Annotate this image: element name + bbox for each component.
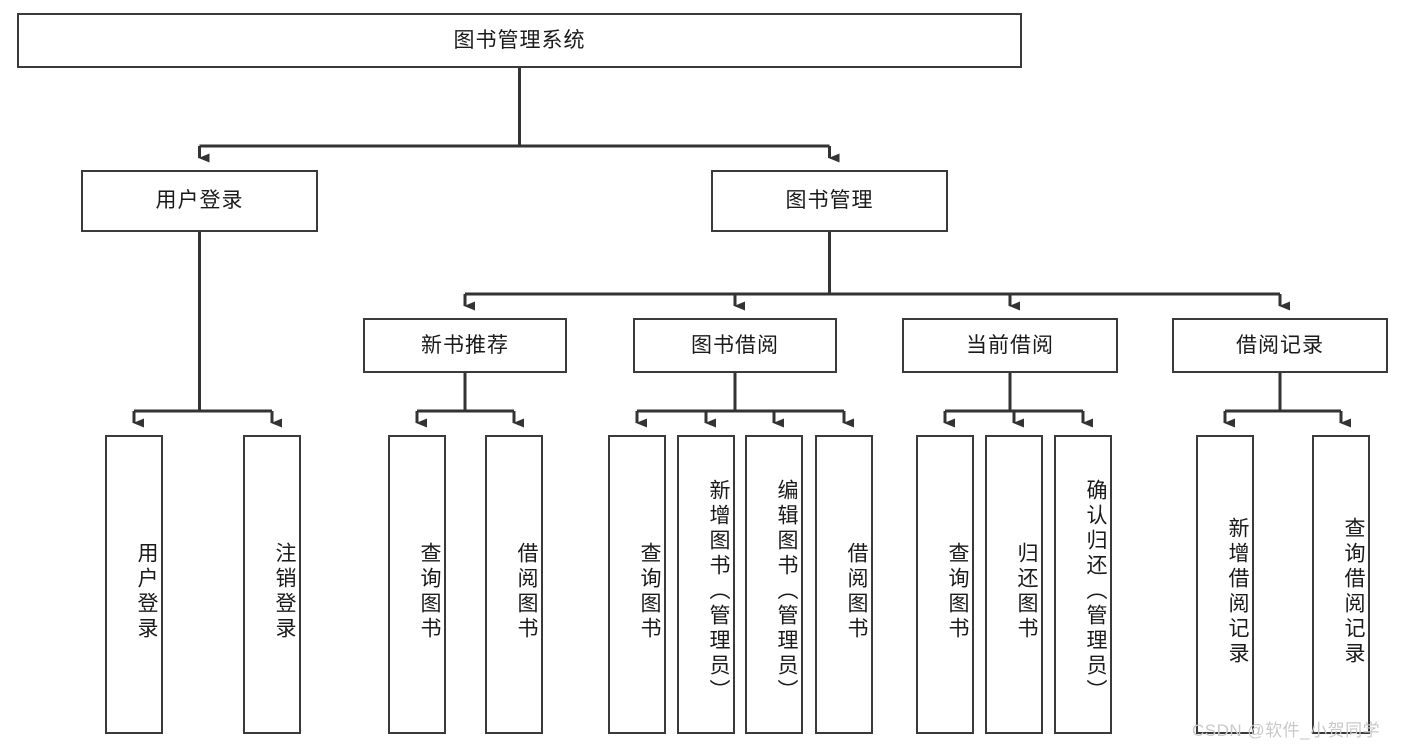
node-label: 借阅图书: [845, 541, 868, 642]
node-leaf3[interactable]: 查询图书: [388, 435, 446, 734]
node-label: 用户登录: [155, 189, 244, 213]
node-label: 新增借阅记录: [1226, 516, 1249, 667]
node-label: 新书推荐: [421, 333, 509, 357]
node-label: 图书管理: [785, 189, 874, 213]
node-borrow[interactable]: 图书借阅: [633, 318, 837, 373]
node-label: 新增图书（管理员）: [707, 479, 730, 704]
node-leaf1[interactable]: 用户登录: [105, 435, 163, 734]
node-leaf6[interactable]: 新增图书（管理员）: [677, 435, 735, 734]
node-leaf4[interactable]: 借阅图书: [485, 435, 543, 734]
node-leaf13[interactable]: 查询借阅记录: [1312, 435, 1370, 734]
node-label: 注销登录: [273, 541, 296, 642]
node-label: 用户登录: [135, 541, 158, 642]
node-label: 归还图书: [1015, 541, 1038, 642]
node-login[interactable]: 用户登录: [81, 170, 318, 232]
watermark: CSDN @软件_小贺同学: [1192, 721, 1381, 740]
node-label: 确认归还（管理员）: [1084, 479, 1107, 704]
node-leaf5[interactable]: 查询图书: [608, 435, 666, 734]
node-label: 查询图书: [418, 541, 441, 642]
node-leaf8[interactable]: 借阅图书: [815, 435, 873, 734]
node-label: 查询借阅记录: [1342, 516, 1365, 667]
node-leaf10[interactable]: 归还图书: [985, 435, 1043, 734]
node-leaf2[interactable]: 注销登录: [243, 435, 301, 734]
node-label: 图书管理系统: [453, 28, 586, 52]
node-label: 当前借阅: [966, 333, 1054, 357]
node-records[interactable]: 借阅记录: [1172, 318, 1388, 373]
node-current[interactable]: 当前借阅: [902, 318, 1118, 373]
node-leaf11[interactable]: 确认归还（管理员）: [1054, 435, 1112, 734]
node-newbook[interactable]: 新书推荐: [363, 318, 567, 373]
node-label: 借阅图书: [515, 541, 538, 642]
node-leaf7[interactable]: 编辑图书（管理员）: [745, 435, 803, 734]
node-label: 编辑图书（管理员）: [775, 479, 798, 704]
node-root[interactable]: 图书管理系统: [17, 13, 1022, 68]
node-label: 查询图书: [946, 541, 969, 642]
node-label: 图书借阅: [691, 333, 779, 357]
node-leaf9[interactable]: 查询图书: [916, 435, 974, 734]
node-label: 查询图书: [638, 541, 661, 642]
node-label: 借阅记录: [1236, 333, 1324, 357]
node-leaf12[interactable]: 新增借阅记录: [1196, 435, 1254, 734]
node-bookmgmt[interactable]: 图书管理: [711, 170, 948, 232]
